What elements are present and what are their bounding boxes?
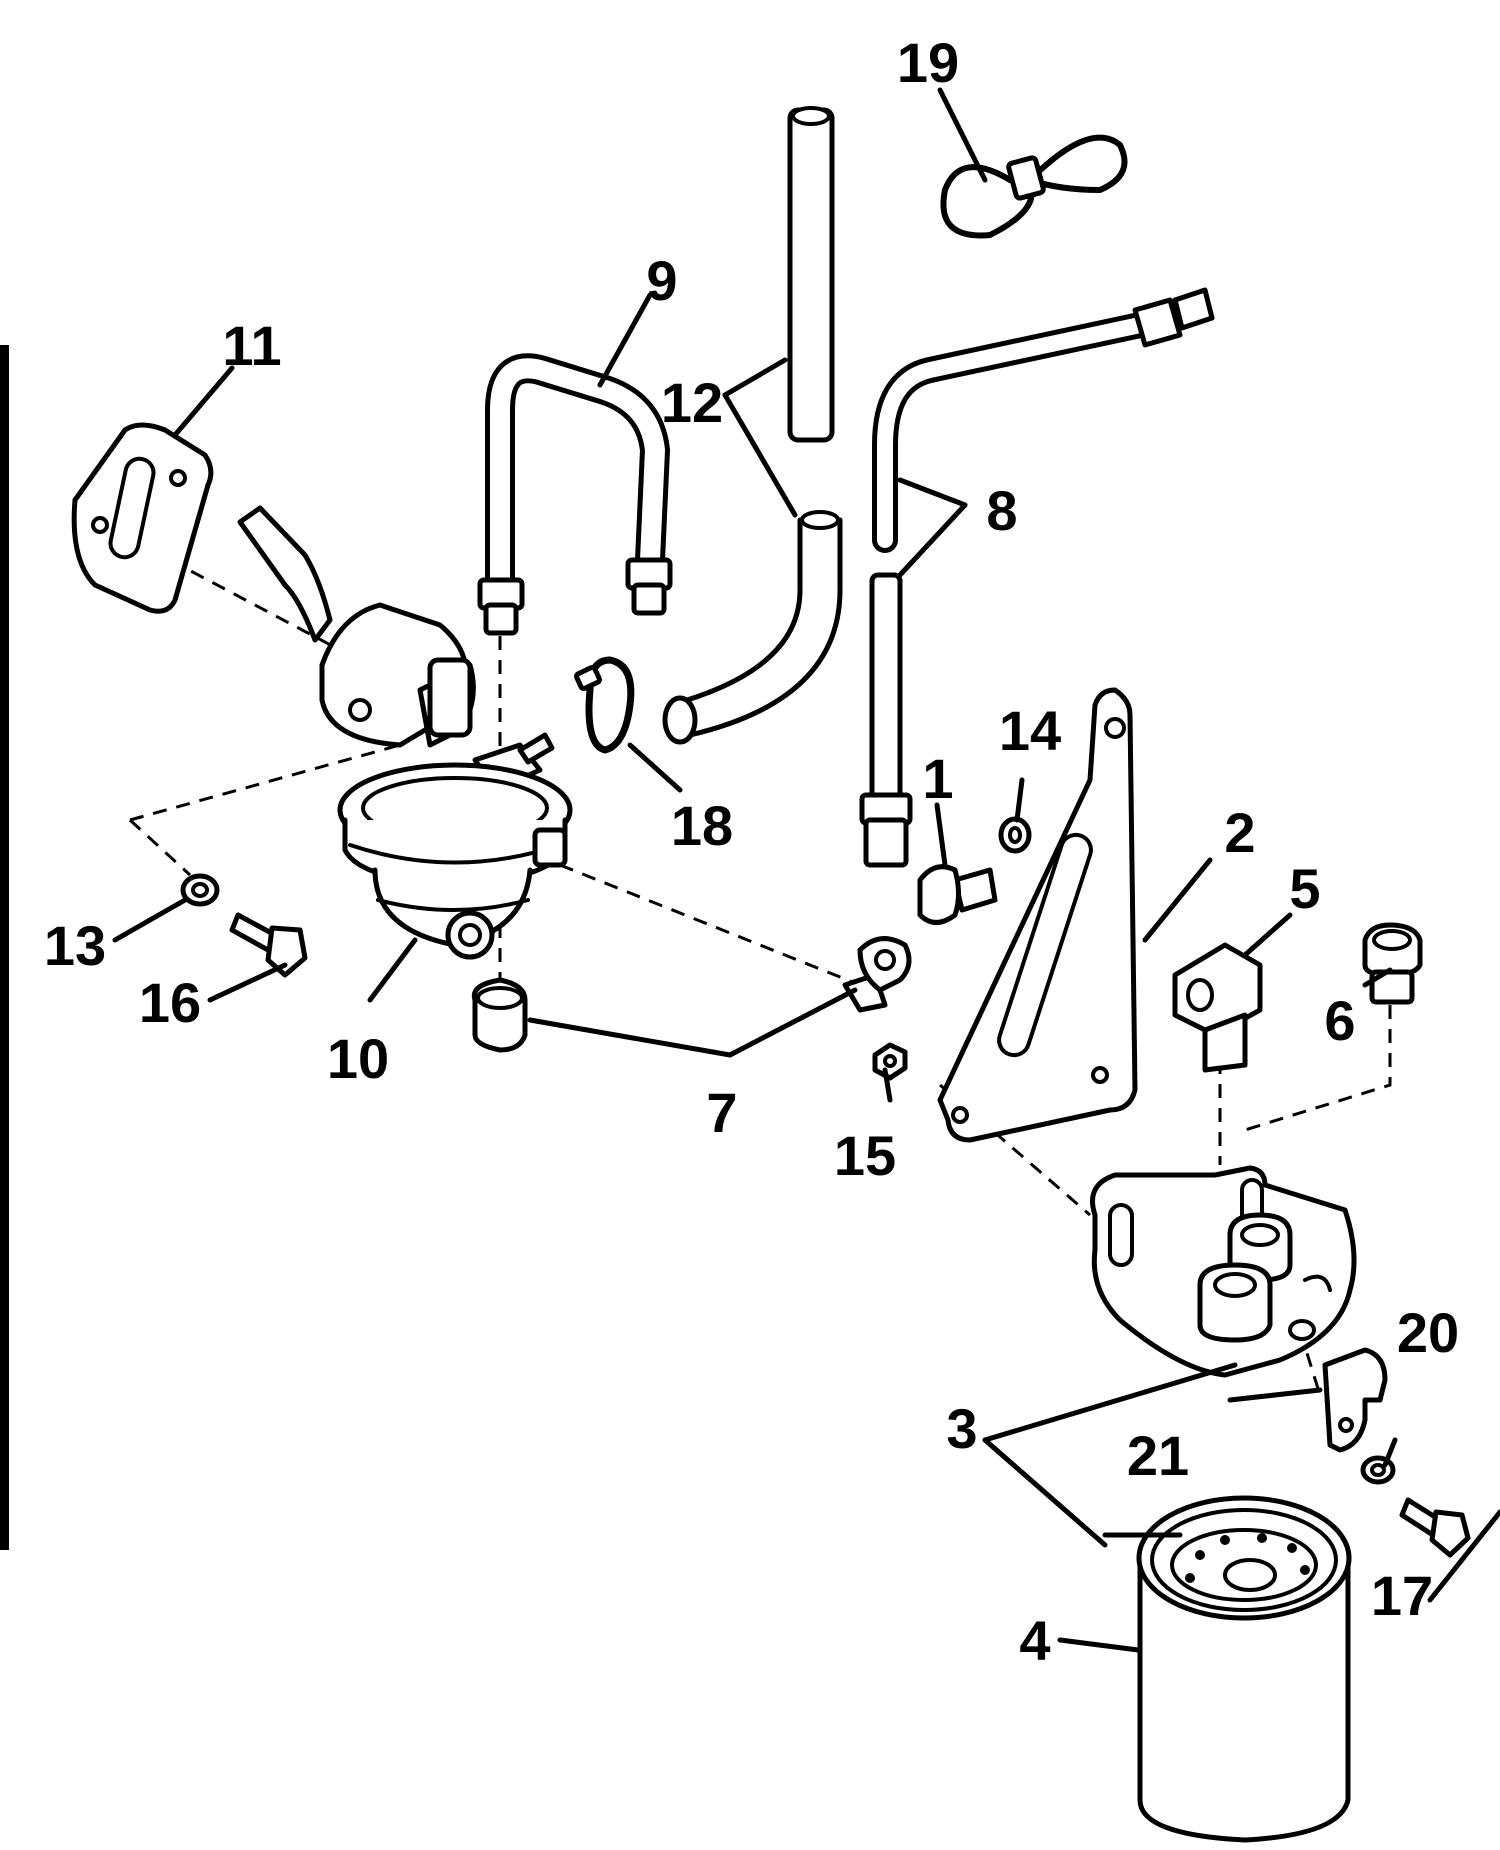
part-12-hose: [662, 106, 843, 745]
callout-5: 5: [1289, 857, 1320, 920]
callout-4: 4: [1019, 1609, 1050, 1672]
part-15-nut: [872, 1042, 908, 1081]
callout-18: 18: [671, 794, 733, 857]
part-16-screw: [229, 912, 308, 978]
part-5-elbow-fitting: [1172, 942, 1263, 1073]
callout-1: 1: [922, 747, 953, 810]
callout-17: 17: [1371, 1564, 1433, 1627]
callout-19: 19: [897, 31, 959, 94]
part-11-gasket: [71, 422, 214, 614]
callout-8: 8: [986, 479, 1017, 542]
part-4-filter-canister: [1136, 1495, 1352, 1843]
part-17-screw: [1399, 1497, 1471, 1558]
callout-16: 16: [139, 971, 201, 1034]
callout-7: 7: [706, 1081, 737, 1144]
part-10-fuel-pump: [237, 505, 573, 960]
part-18-hose-clamp: [574, 656, 635, 754]
callout-13: 13: [44, 914, 106, 977]
callout-21: 21: [1127, 1424, 1189, 1487]
page-edge-bar: [0, 345, 9, 1550]
callout-14: 14: [999, 699, 1061, 762]
callout-10: 10: [327, 1027, 389, 1090]
callout-labels: 1 2 3 4 5 6 7 8 9 10 11 12 13 14 15 16 1…: [44, 31, 1459, 1672]
callout-9: 9: [646, 249, 677, 312]
part-13-washer: [180, 873, 220, 907]
part-2-bracket: [937, 687, 1138, 1143]
callout-11: 11: [222, 314, 281, 377]
callout-3: 3: [946, 1397, 977, 1460]
callout-15: 15: [834, 1124, 896, 1187]
callout-12: 12: [661, 371, 723, 434]
part-3-filter-head: [1090, 1165, 1357, 1378]
callout-6: 6: [1324, 989, 1355, 1052]
part-14-lock-washer: [998, 816, 1032, 854]
part-1-bolt: [917, 864, 998, 925]
callout-2: 2: [1224, 801, 1255, 864]
part-9-fuel-line: [477, 353, 673, 636]
part-21-clip: [1322, 1347, 1388, 1453]
part-6-fitting: [1362, 922, 1423, 1005]
leader-lines: [112, 87, 1500, 1653]
part-8-fuel-line: [859, 287, 1215, 868]
part-7-fittings: [471, 936, 912, 1053]
callout-20: 20: [1397, 1301, 1459, 1364]
part-19-tie-strap: [940, 134, 1128, 239]
